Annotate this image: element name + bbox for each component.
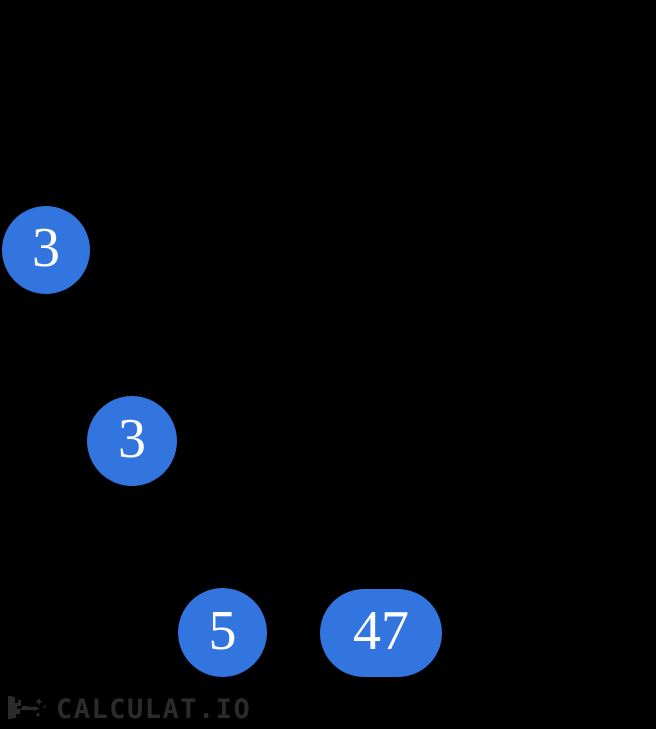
brand-name: CALCULAT.IO — [56, 693, 252, 725]
magic-wand-hand-icon — [8, 696, 47, 719]
factor-node-47[interactable]: 47 — [320, 589, 442, 677]
brand-watermark: CALCULAT.IO — [6, 692, 251, 726]
factor-node-label: 3 — [32, 217, 60, 279]
factor-node-label: 47 — [353, 600, 409, 662]
factor-node-5[interactable]: 5 — [178, 588, 267, 677]
factor-node-label: 5 — [208, 599, 237, 662]
factor-node-label: 3 — [118, 408, 146, 470]
factor-node-3-a[interactable]: 3 — [2, 206, 90, 294]
factor-node-3-b[interactable]: 3 — [87, 396, 177, 486]
